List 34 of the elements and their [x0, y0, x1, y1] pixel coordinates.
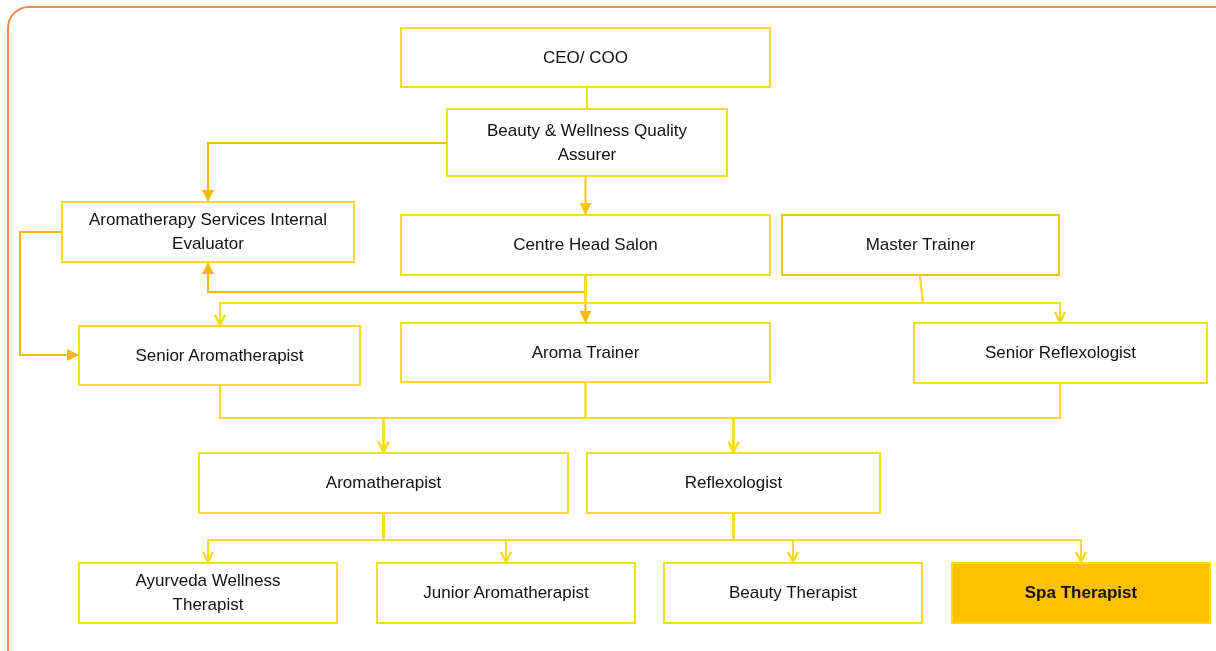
role-title: Aromatherapist: [325, 472, 442, 494]
role-title: Master Trainer: [865, 234, 976, 256]
role-title: Aromatherapy Services Internal Evaluator: [87, 209, 329, 255]
connector-arrow: [202, 142, 447, 202]
role-title: Aroma Trainer: [531, 341, 640, 364]
connector-arrow: [202, 262, 587, 293]
role-box: [400, 322, 771, 383]
connector-arrow: [579, 176, 592, 215]
connector-arrow: [919, 275, 1066, 323]
role-box: [78, 325, 361, 386]
role-box: [78, 562, 338, 624]
role-box: [400, 27, 771, 88]
role-title: Beauty & Wellness Quality Assurer: [486, 119, 688, 166]
connector-arrow: [732, 513, 1087, 563]
connector-arrow: [19, 231, 79, 361]
role-title: CEO/ COO: [543, 46, 628, 69]
role-title: Reflexologist: [684, 472, 783, 494]
role-title: Beauty Therapist: [728, 582, 858, 604]
role-box: [781, 214, 1060, 276]
role-box: [61, 201, 355, 263]
role-title: Senior Aromatherapist: [135, 344, 304, 367]
role-title: Centre Head Salon: [513, 234, 658, 256]
role-box: [663, 562, 923, 624]
role-box: [913, 322, 1208, 384]
role-box: [198, 452, 569, 514]
role-box: [400, 214, 771, 276]
role-box: [586, 452, 881, 514]
role-box: [376, 562, 636, 624]
role-title: Junior Aromatherapist: [423, 582, 589, 604]
role-box: [446, 108, 728, 177]
role-title: Senior Reflexologist: [984, 342, 1137, 364]
role-title: Ayurveda Wellness Therapist: [134, 570, 282, 616]
role-title: Spa Therapist: [1024, 582, 1138, 604]
highlighted-role-box: [951, 562, 1211, 624]
